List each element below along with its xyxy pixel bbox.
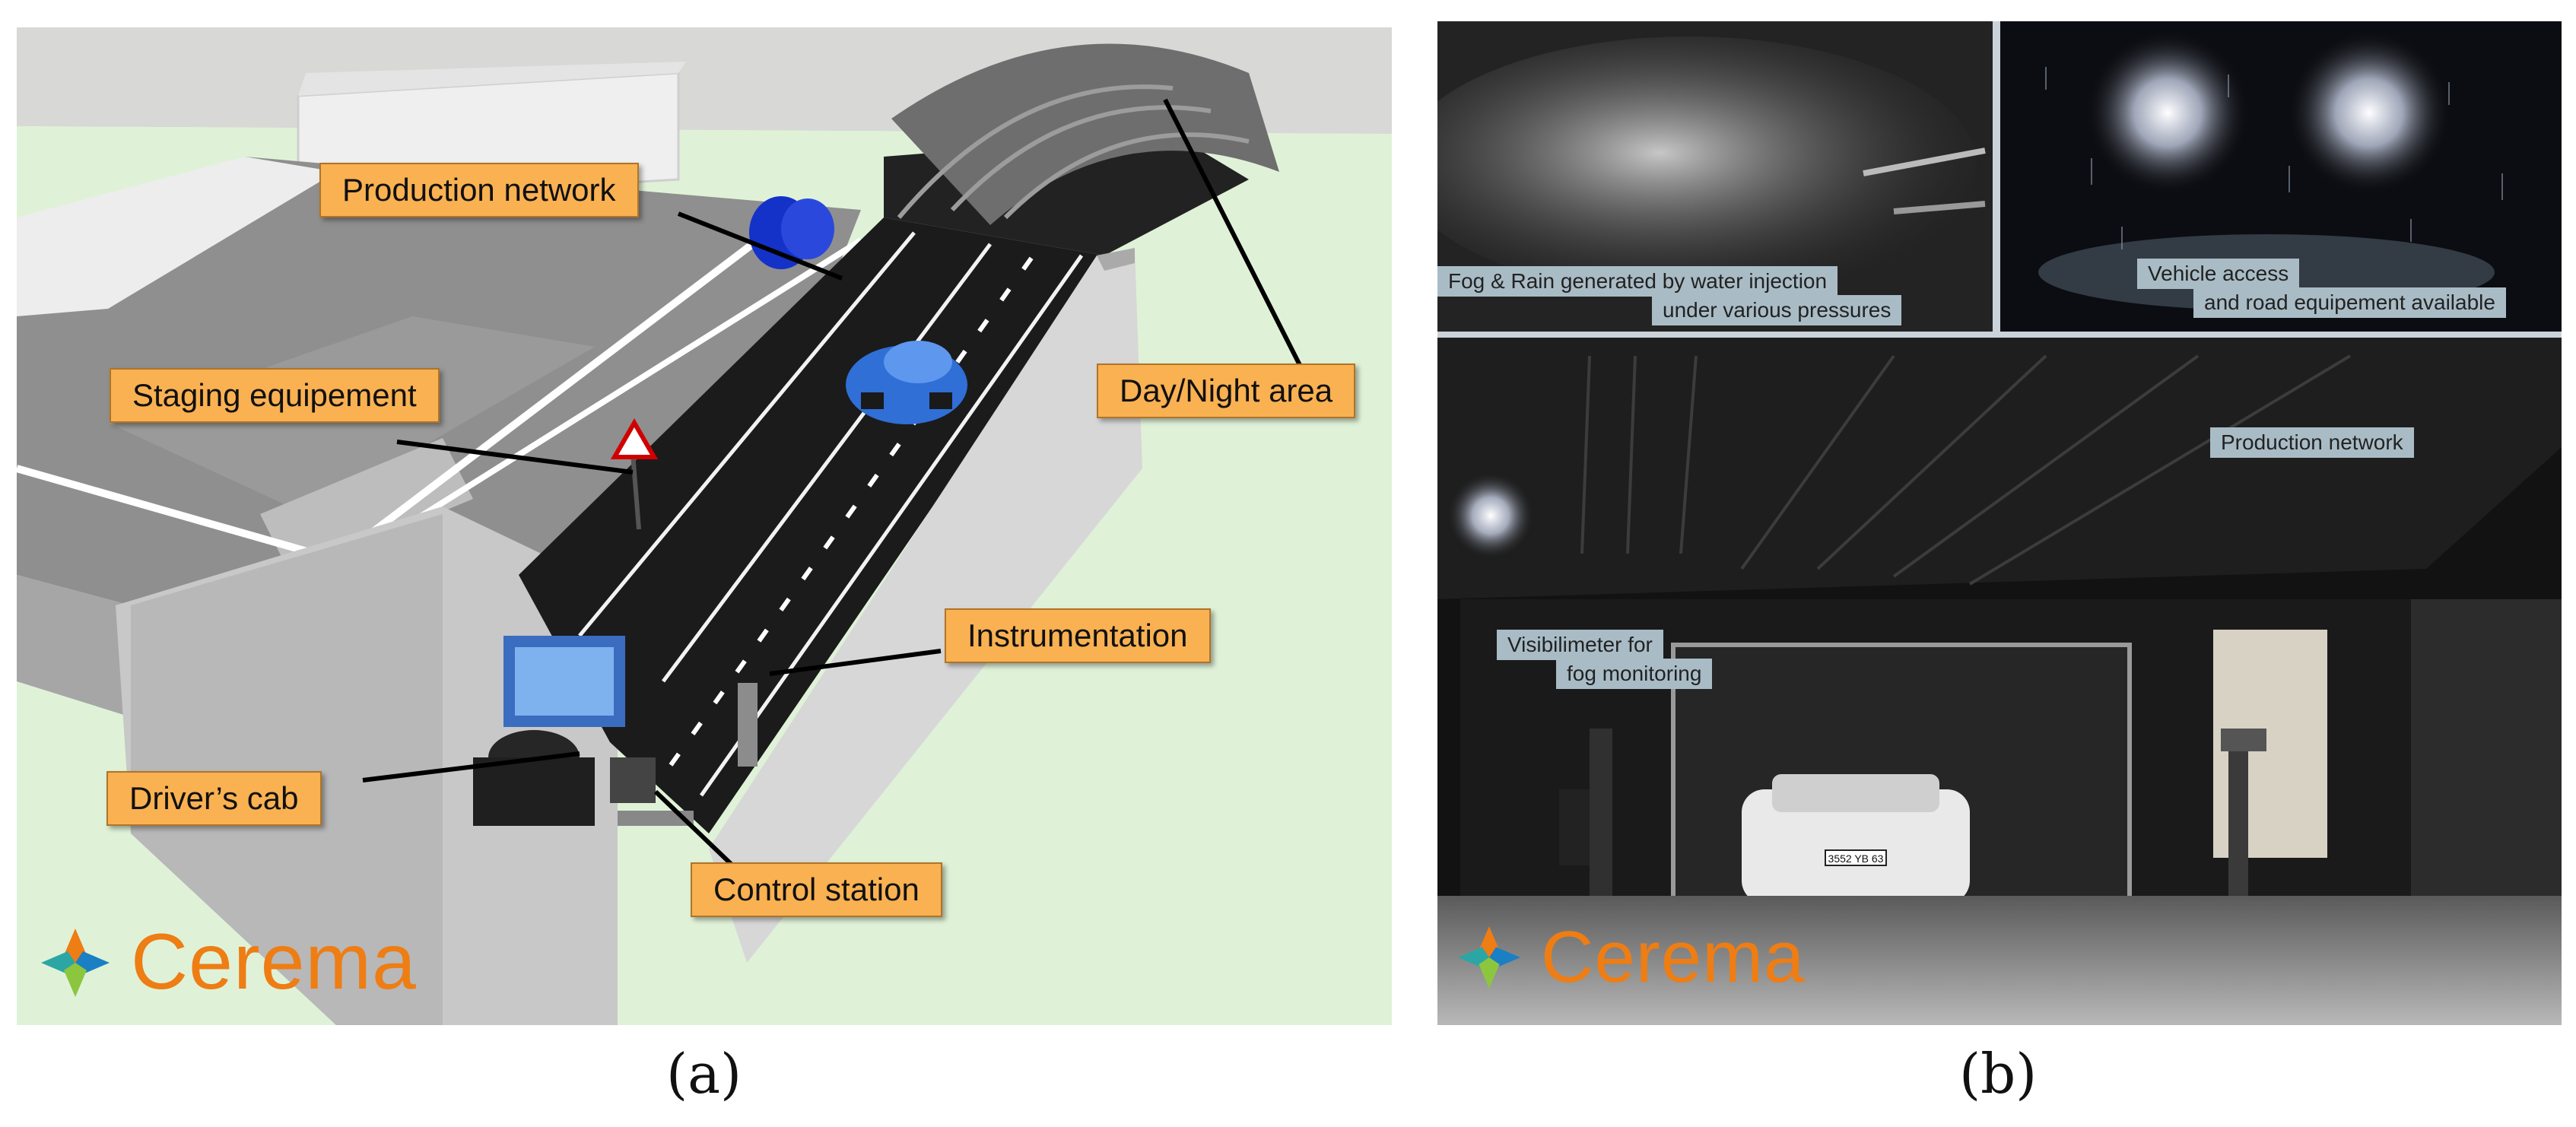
cerema-logo: Cerema [33, 917, 417, 1008]
label-visibilimeter-1: Visibilimeter for [1497, 630, 1663, 660]
caption-a: (a) [666, 1042, 742, 1106]
license-plate: 3552 YB 63 [1828, 852, 1884, 865]
callout-control-station: Control station [691, 862, 942, 917]
callout-staging-equipement: Staging equipement [110, 368, 440, 423]
label-fog-rain-1: Fog & Rain generated by water injection [1437, 266, 1838, 297]
callout-drivers-cab: Driver’s cab [106, 771, 322, 826]
label-production-network: Production network [2210, 427, 2414, 458]
label-vehicle-access-2: and road equipement available [2193, 287, 2506, 318]
callout-production-network: Production network [319, 163, 639, 217]
logo-wordmark: Cerema [131, 918, 417, 1006]
car-icon [846, 341, 967, 424]
logo-wordmark-photo: Cerema [1541, 916, 1806, 998]
cerema-logo-photo: Cerema [1451, 916, 1805, 999]
caption-b: (b) [1959, 1042, 2038, 1106]
photo-panel: 3552 YB 63 Fog & Rain generated by water… [1437, 21, 2562, 1025]
label-fog-rain-2: under various pressures [1652, 295, 1902, 325]
callout-day-night-area: Day/Night area [1097, 363, 1356, 418]
cerema-logo-icon [41, 928, 110, 997]
tunnel-model-illustration [17, 27, 1392, 1025]
cerema-logo-icon-photo [1458, 926, 1520, 989]
label-visibilimeter-2: fog monitoring [1556, 659, 1713, 689]
label-vehicle-access-1: Vehicle access [2137, 259, 2300, 289]
callout-instrumentation: Instrumentation [945, 608, 1211, 663]
model-panel: Production network Staging equipement Da… [17, 27, 1392, 1025]
test-hall-photos: 3552 YB 63 [1437, 21, 2562, 1025]
